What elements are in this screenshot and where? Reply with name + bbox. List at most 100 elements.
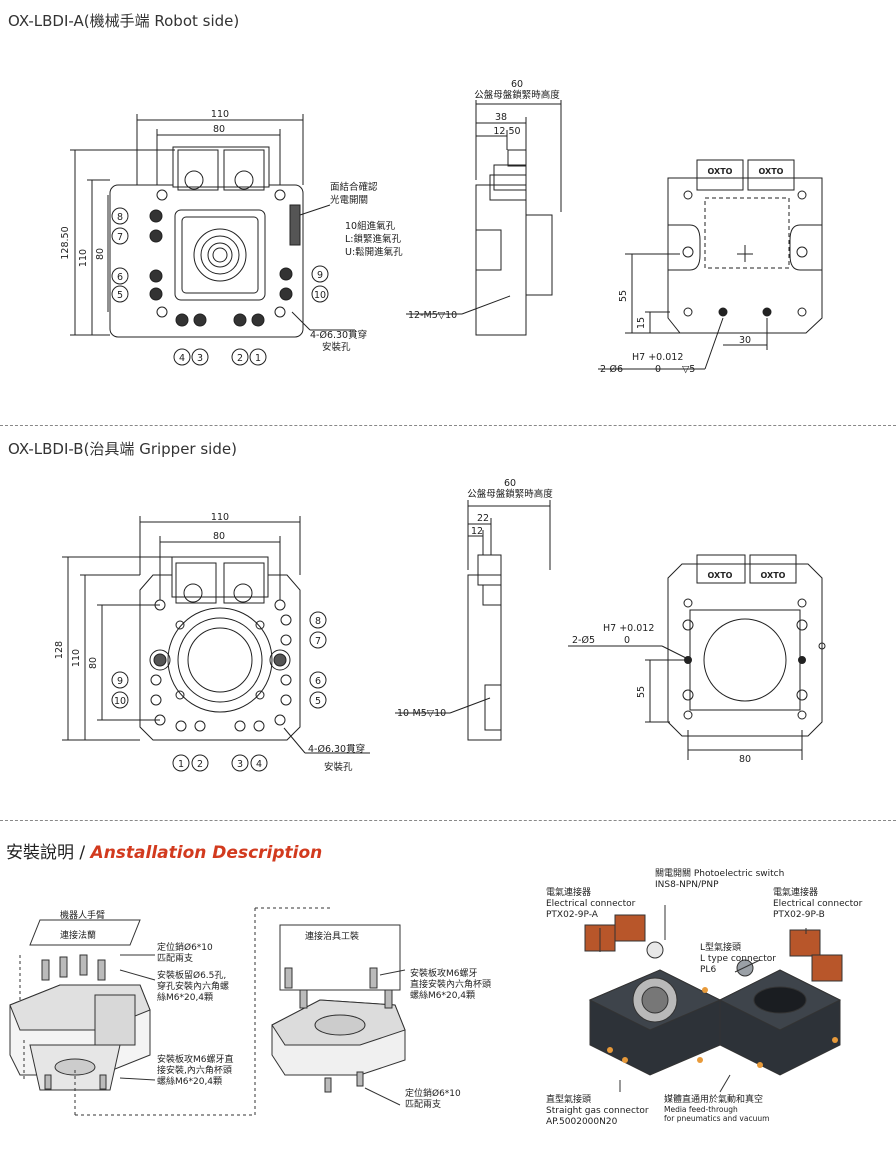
b-port-4: 4 — [256, 759, 262, 770]
photo-elec-left-2: Electrical connector — [546, 899, 636, 909]
install-mid-plate-3: 螺絲M6*20,4顆 — [410, 989, 475, 1001]
b-front-dim-80: 80 — [213, 531, 225, 542]
b-back-pin: 2-Ø5 — [572, 635, 595, 646]
a-front-dim-80: 80 — [213, 124, 225, 135]
b-back-badge-1: OXTO — [708, 571, 733, 580]
b-port-6: 6 — [315, 676, 321, 687]
photo-straight-2: Straight gas connector — [546, 1106, 649, 1116]
install-left-plate-2: 穿孔安裝內六角螺 — [157, 980, 229, 992]
photo-straight-3: AP.5002000N20 — [546, 1117, 618, 1127]
b-port-5: 5 — [315, 696, 321, 707]
a-port-7: 7 — [117, 232, 123, 243]
photo-media-2: Media feed-through — [664, 1105, 738, 1114]
install-left-plate-3: 絲M6*20,4顆 — [157, 991, 213, 1003]
install-left-arm: 機器人手臂 — [60, 909, 105, 921]
b-port-8: 8 — [315, 616, 321, 627]
a-front-dim-80v: 80 — [95, 248, 106, 260]
b-side-dim-60-note: 公盤母盤鎖緊時高度 — [467, 488, 553, 500]
photo-ltype-2: L type connector — [700, 954, 776, 964]
install-drawings: 機器人手臂 連接法蘭 定位銷Ø6*10 匹配兩支 安裝板留Ø6.5孔, 穿孔安裝… — [9, 868, 863, 1127]
section-a-title: OX-LBDI-A(機械手端 Robot side) — [8, 12, 240, 30]
b-port-1: 1 — [178, 759, 184, 770]
a-port-10: 10 — [314, 290, 326, 301]
install-left-plate2-1: 安裝板攻M6螺牙直 — [157, 1053, 234, 1065]
photo-straight-1: 直型氣接頭 — [546, 1093, 591, 1105]
b-front-dim-110: 110 — [211, 512, 229, 523]
a-back-dim-55: 55 — [618, 290, 629, 302]
a-back-badge-2: OXTO — [759, 167, 784, 176]
a-side-thread: 12-M5▽10 — [408, 310, 457, 321]
a-port-8: 8 — [117, 212, 123, 223]
photo-elec-left-3: PTX02-9P-A — [546, 910, 599, 920]
b-port-10: 10 — [114, 696, 126, 707]
photo-ltype-3: PL6 — [700, 965, 716, 975]
a-note-air-3: U:鬆開進氣孔 — [345, 246, 403, 258]
a-port-4: 4 — [179, 353, 185, 364]
install-mid-fixture: 連接治具工裝 — [305, 930, 359, 942]
a-back-pin-depth: ▽5 — [682, 364, 695, 375]
a-note-sensor-1: 面結合確認 — [330, 181, 378, 193]
photo-media-3: for pneumatics and vacuum — [664, 1114, 769, 1123]
a-note-mount2: 安裝孔 — [322, 341, 351, 353]
b-port-2: 2 — [197, 759, 203, 770]
b-front-dim-80v: 80 — [88, 657, 99, 669]
photo-switch-2: INS8-NPN/PNP — [655, 880, 719, 890]
install-title-en: Anstallation Description — [90, 843, 323, 863]
a-note-air-1: 10組進氣孔 — [345, 220, 396, 232]
a-back-tol: H7 +0.012 — [632, 352, 683, 363]
install-title-zh: 安裝說明 / — [6, 843, 91, 863]
b-back-tol: H7 +0.012 — [603, 623, 654, 634]
install-mid-pin-2: 匹配兩支 — [405, 1098, 441, 1110]
a-port-2: 2 — [237, 353, 243, 364]
b-side-dim-60: 60 — [504, 478, 516, 489]
a-side-dim-60: 60 — [511, 79, 523, 90]
b-port-3: 3 — [237, 759, 243, 770]
b-back-pin-zero: 0 — [624, 635, 630, 646]
b-front-dim-110v: 110 — [71, 649, 82, 667]
a-back-dim-30: 30 — [739, 335, 751, 346]
a-note-air-2: L:鎖緊進氣孔 — [345, 233, 401, 245]
a-side-dim-60-note: 公盤母盤鎖緊時高度 — [474, 89, 560, 101]
install-left-flange: 連接法蘭 — [60, 929, 96, 941]
a-front-dim-110v: 110 — [78, 249, 89, 267]
a-back-pin: 2-Ø6 — [600, 364, 623, 375]
section-a-drawings: 110 80 128.50 110 80 8 7 6 5 9 10 4 3 2 … — [60, 79, 823, 375]
b-front-dim-128: 128 — [54, 641, 65, 659]
a-port-3: 3 — [197, 353, 203, 364]
install-left-plate-1: 安裝板留Ø6.5孔, — [157, 969, 226, 981]
divider-a — [0, 425, 896, 426]
photo-elec-right-1: 電氣連接器 — [773, 886, 818, 898]
a-front-dim-110: 110 — [211, 109, 229, 120]
photo-elec-left-1: 電氣連接器 — [546, 886, 591, 898]
a-side-dim-38: 38 — [495, 112, 507, 123]
section-b-drawings: 110 80 128 110 80 8 7 9 10 6 5 1 2 3 4 6… — [54, 478, 826, 773]
photo-media-1: 媒體直通用於氣動和真空 — [664, 1093, 763, 1105]
a-side-dim-1250: 12.50 — [493, 126, 520, 137]
a-back-dim-15: 15 — [636, 317, 647, 329]
install-left-plate2-3: 螺絲M6*20,4顆 — [157, 1075, 222, 1087]
a-port-9: 9 — [317, 270, 323, 281]
a-back-pin-zero: 0 — [655, 364, 661, 375]
b-note-mount: 4-Ø6.30貫穿 — [308, 743, 365, 755]
install-title: 安裝說明 / Anstallation Description — [6, 838, 322, 863]
install-left-plate2-2: 接安裝,內六角杯頭 — [157, 1064, 232, 1076]
b-side-dim-22: 22 — [477, 513, 489, 524]
b-port-7: 7 — [315, 636, 321, 647]
install-left-pin-1: 定位銷Ø6*10 — [157, 941, 213, 953]
a-port-6: 6 — [117, 272, 123, 283]
a-front-dim-128: 128.50 — [60, 226, 71, 259]
b-port-9: 9 — [117, 676, 123, 687]
section-b-title: OX-LBDI-B(治具端 Gripper side) — [8, 440, 237, 458]
a-note-sensor-2: 光電開關 — [330, 194, 368, 206]
photo-elec-right-3: PTX02-9P-B — [773, 910, 825, 920]
b-side-dim-12: 12 — [471, 526, 483, 537]
photo-ltype-1: L型氣接頭 — [700, 941, 741, 953]
a-back-badge-1: OXTO — [708, 167, 733, 176]
b-back-badge-2: OXTO — [761, 571, 786, 580]
photo-switch-1: 關電開關 Photoelectric switch — [655, 868, 784, 879]
b-back-dim-55: 55 — [636, 686, 647, 698]
install-mid-plate-2: 直接安裝內六角杯頭 — [410, 978, 491, 990]
b-note-mount2: 安裝孔 — [324, 761, 353, 773]
install-mid-plate-1: 安裝板攻M6螺牙 — [410, 967, 478, 979]
b-back-dim-80: 80 — [739, 754, 751, 765]
